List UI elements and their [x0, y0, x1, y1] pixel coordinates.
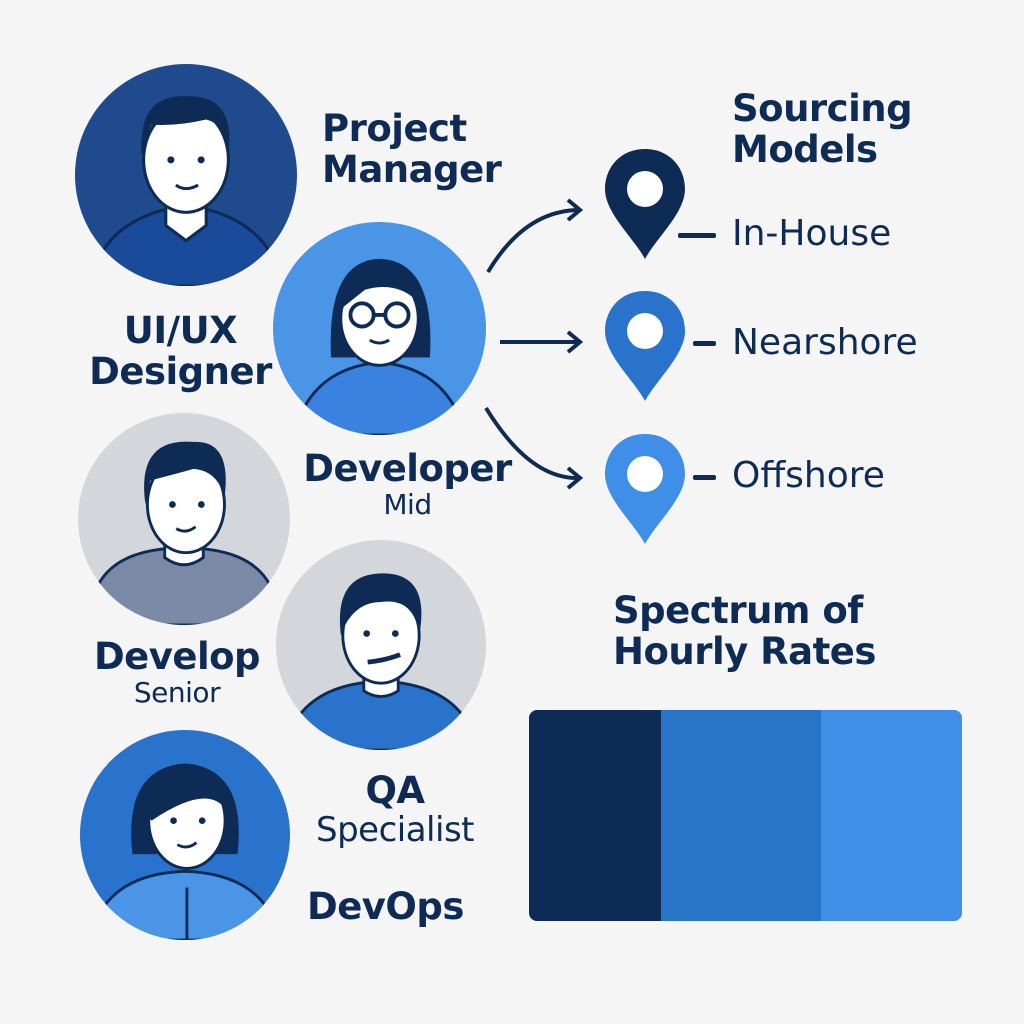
connector-dash — [693, 475, 716, 480]
avatar-qa-specialist — [80, 730, 290, 940]
role-label-devops: DevOps — [307, 885, 464, 928]
role-label-developer-mid: Developer Mid — [303, 447, 512, 522]
sourcing-label-offshore: Offshore — [732, 455, 885, 496]
avatar-developer-senior — [276, 540, 486, 750]
location-pin-icon — [605, 149, 685, 259]
avatar-developer-mid — [78, 413, 290, 625]
rate-segment-mid — [661, 710, 822, 921]
role-label-project-manager: Project Manager — [322, 107, 502, 192]
arrows-diagram — [484, 198, 584, 490]
avatar-project-manager — [75, 64, 297, 286]
rate-segment-low — [529, 710, 662, 921]
sourcing-label-nearshore: Nearshore — [732, 322, 918, 363]
sourcing-title: Sourcing Models — [732, 87, 913, 172]
role-label-developer-senior: Develop Senior — [93, 635, 261, 710]
role-label-ui-ux-designer: UI/UX Designer — [89, 309, 272, 394]
rate-segment-high — [821, 710, 962, 921]
avatar-ui-ux-designer — [273, 222, 486, 435]
location-pin-icon — [605, 434, 685, 544]
hourly-rate-spectrum-bar — [529, 710, 962, 921]
rates-title: Spectrum of Hourly Rates — [613, 589, 876, 674]
location-pin-icon — [605, 291, 685, 401]
sourcing-label-in-house: In-House — [732, 213, 892, 254]
connector-dash — [693, 341, 716, 346]
connector-dash — [678, 233, 716, 238]
role-label-qa-specialist: QA Specialist — [316, 769, 475, 851]
